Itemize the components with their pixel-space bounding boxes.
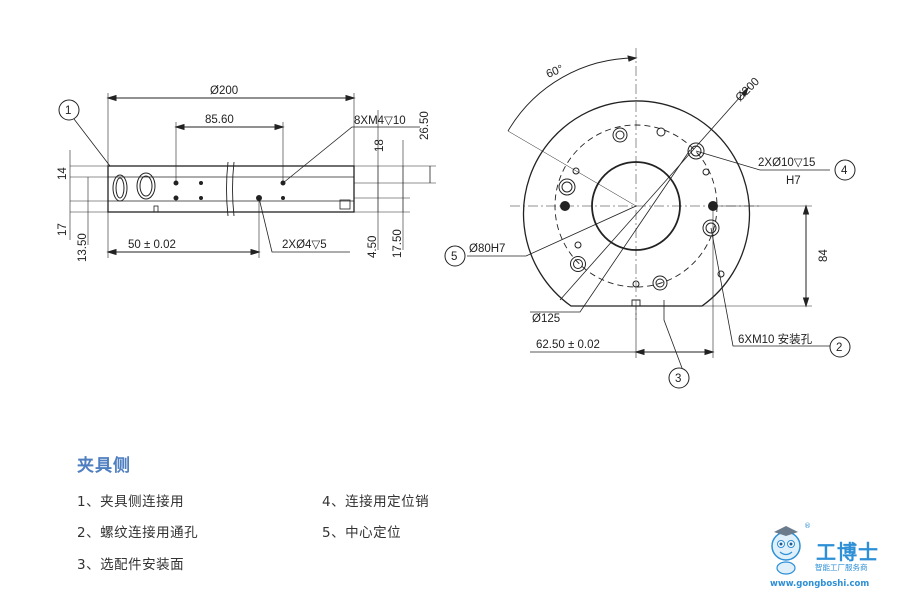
logo-registered-mark: ® — [804, 522, 811, 530]
side-hole-big — [136, 172, 156, 200]
callout-3-label: 3 — [675, 373, 681, 385]
front-bore: Ø80H7 — [469, 243, 505, 255]
front-tol-h7: H7 — [786, 175, 801, 187]
front-dim-84: 84 — [818, 249, 830, 262]
side-thread-8xm4: 8XM4▽10 — [354, 115, 406, 127]
front-outer-profile — [522, 100, 751, 307]
side-hole-left — [112, 174, 128, 202]
technical-drawing: Ø200 85.60 8XM4▽10 1 50 ± 0.02 2XØ4▽5 26… — [57, 48, 856, 389]
front-view: 60° Ø200 2XØ10▽15 H7 4 5 Ø80H7 84 Ø125 6… — [444, 48, 856, 389]
side-dim-14: 14 — [57, 167, 69, 180]
logo-name: 工博士 — [816, 540, 879, 564]
side-dim-18: 18 — [374, 139, 386, 152]
callout-5-label: 5 — [451, 251, 457, 263]
gongboshi-logo: ® — [771, 522, 811, 575]
front-hole-2x10: 2XØ10▽15 — [758, 157, 815, 169]
front-dim-62-50: 62.50 ± 0.02 — [536, 339, 600, 351]
front-dia-125: Ø125 — [532, 313, 560, 325]
callout-4-label: 4 — [841, 165, 848, 177]
callout-4-circle — [834, 159, 856, 181]
legend-title: 夹具侧 — [77, 456, 131, 476]
side-dim-17-50: 17.50 — [392, 229, 404, 258]
callout-1-circle — [58, 99, 80, 121]
side-hole-2x4: 2XØ4▽5 — [282, 239, 327, 251]
front-holes — [558, 127, 725, 291]
logo-tagline: 智能工厂服务商 — [815, 563, 868, 572]
legend-item-4: 4、连接用定位销 — [322, 494, 430, 510]
side-dim-4-50: 4.50 — [367, 236, 379, 258]
side-dim-dia200: Ø200 — [210, 85, 238, 97]
side-view: Ø200 85.60 8XM4▽10 1 50 ± 0.02 2XØ4▽5 26… — [57, 85, 436, 262]
callout-1-label: 1 — [65, 105, 71, 117]
front-dia-200: Ø200 — [734, 76, 762, 104]
front-thread-6xm10: 6XM10 安装孔 — [738, 332, 813, 346]
legend-item-5: 5、中心定位 — [322, 525, 402, 541]
side-body — [107, 165, 355, 213]
legend-item-2: 2、螺纹连接用通孔 — [77, 525, 199, 541]
legend-item-3: 3、选配件安装面 — [77, 557, 185, 573]
callout-3-circle — [668, 367, 690, 389]
legend-item-1: 1、夹具侧连接用 — [77, 494, 185, 510]
side-dim-13-50: 13.50 — [77, 233, 89, 262]
callout-2-label: 2 — [836, 342, 842, 354]
logo-url: www.gongboshi.com — [770, 579, 870, 589]
front-angle-60: 60° — [545, 63, 566, 81]
side-dim-17: 17 — [57, 223, 69, 236]
callout-5-circle — [444, 245, 466, 267]
callout-2-circle — [829, 336, 851, 358]
side-dim-85-60: 85.60 — [205, 114, 234, 126]
side-dim-26-50: 26.50 — [419, 111, 431, 140]
side-dim-50: 50 ± 0.02 — [128, 239, 176, 251]
